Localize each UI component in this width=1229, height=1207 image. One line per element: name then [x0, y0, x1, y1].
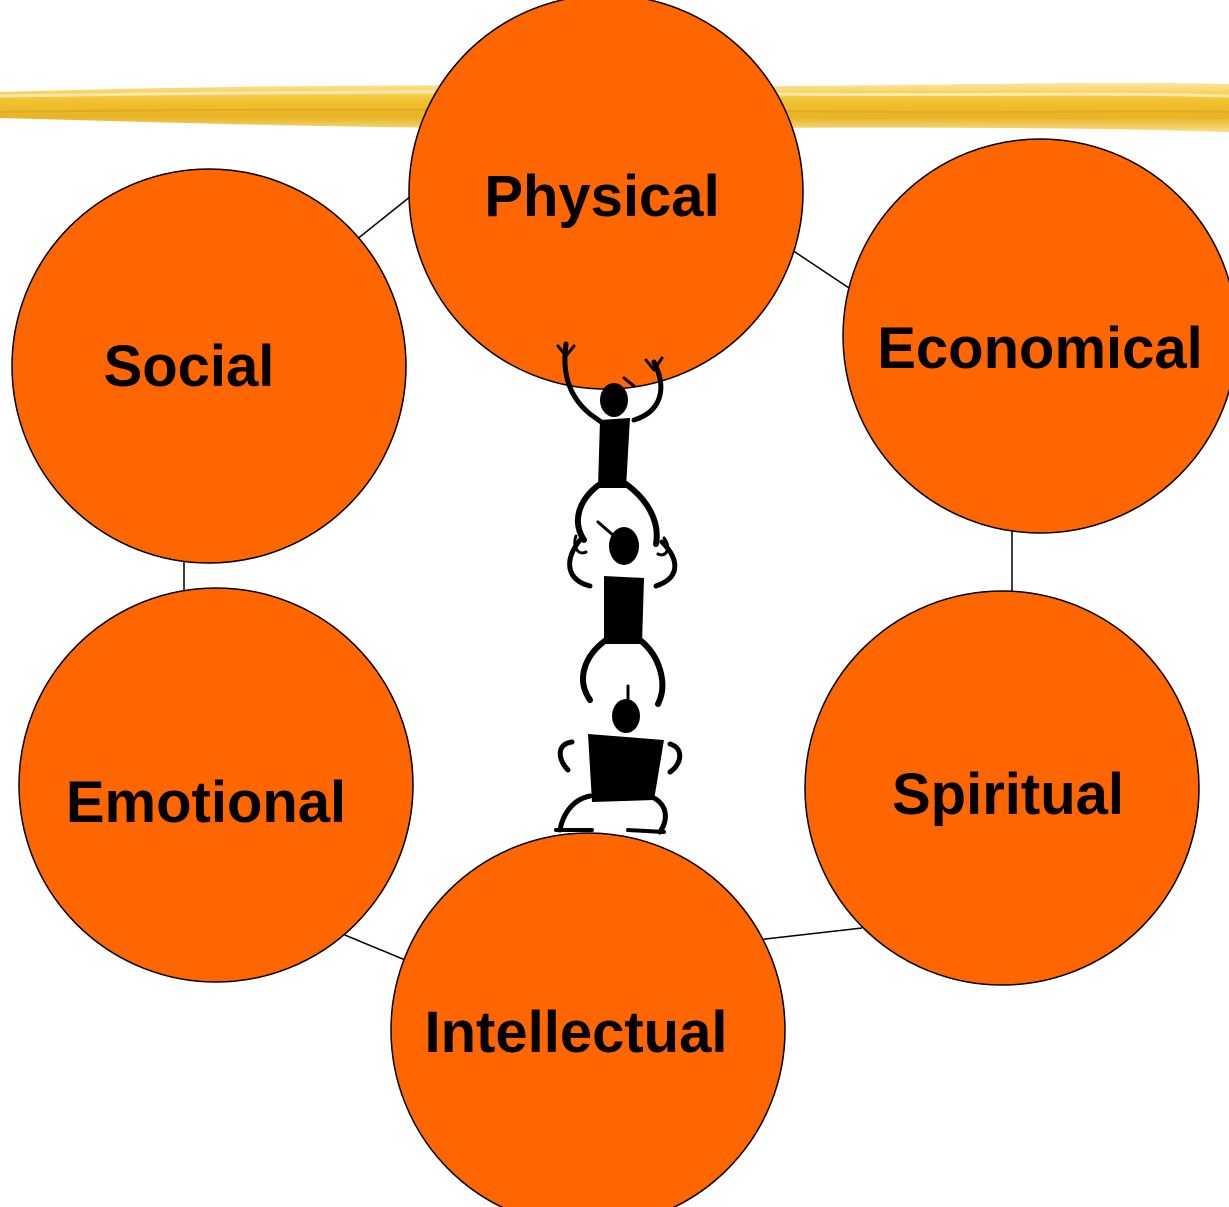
node-intellectual-label: Intellectual — [425, 1000, 728, 1065]
stacked-stick-figures-icon — [554, 341, 683, 835]
node-physical-label: Physical — [484, 164, 719, 229]
node-physical: Physical — [408, 0, 804, 390]
node-social-circle — [11, 168, 407, 564]
node-spiritual-label: Spiritual — [892, 762, 1124, 827]
node-emotional-circle — [18, 587, 414, 983]
node-intellectual: Intellectual — [390, 832, 786, 1207]
node-economical: Economical — [842, 138, 1229, 534]
connector-spiritual-intellectual — [755, 927, 863, 941]
node-economical-circle — [842, 138, 1229, 534]
connectors — [183, 191, 1013, 963]
node-economical-label: Economical — [877, 316, 1203, 381]
node-spiritual-circle — [804, 590, 1200, 986]
connector-social-physical — [355, 191, 417, 241]
node-spiritual: Spiritual — [804, 590, 1200, 986]
node-social-label: Social — [104, 334, 275, 399]
node-intellectual-circle — [390, 832, 786, 1207]
node-emotional-label: Emotional — [66, 770, 346, 835]
node-emotional: Emotional — [18, 587, 414, 983]
node-social: Social — [11, 168, 407, 564]
